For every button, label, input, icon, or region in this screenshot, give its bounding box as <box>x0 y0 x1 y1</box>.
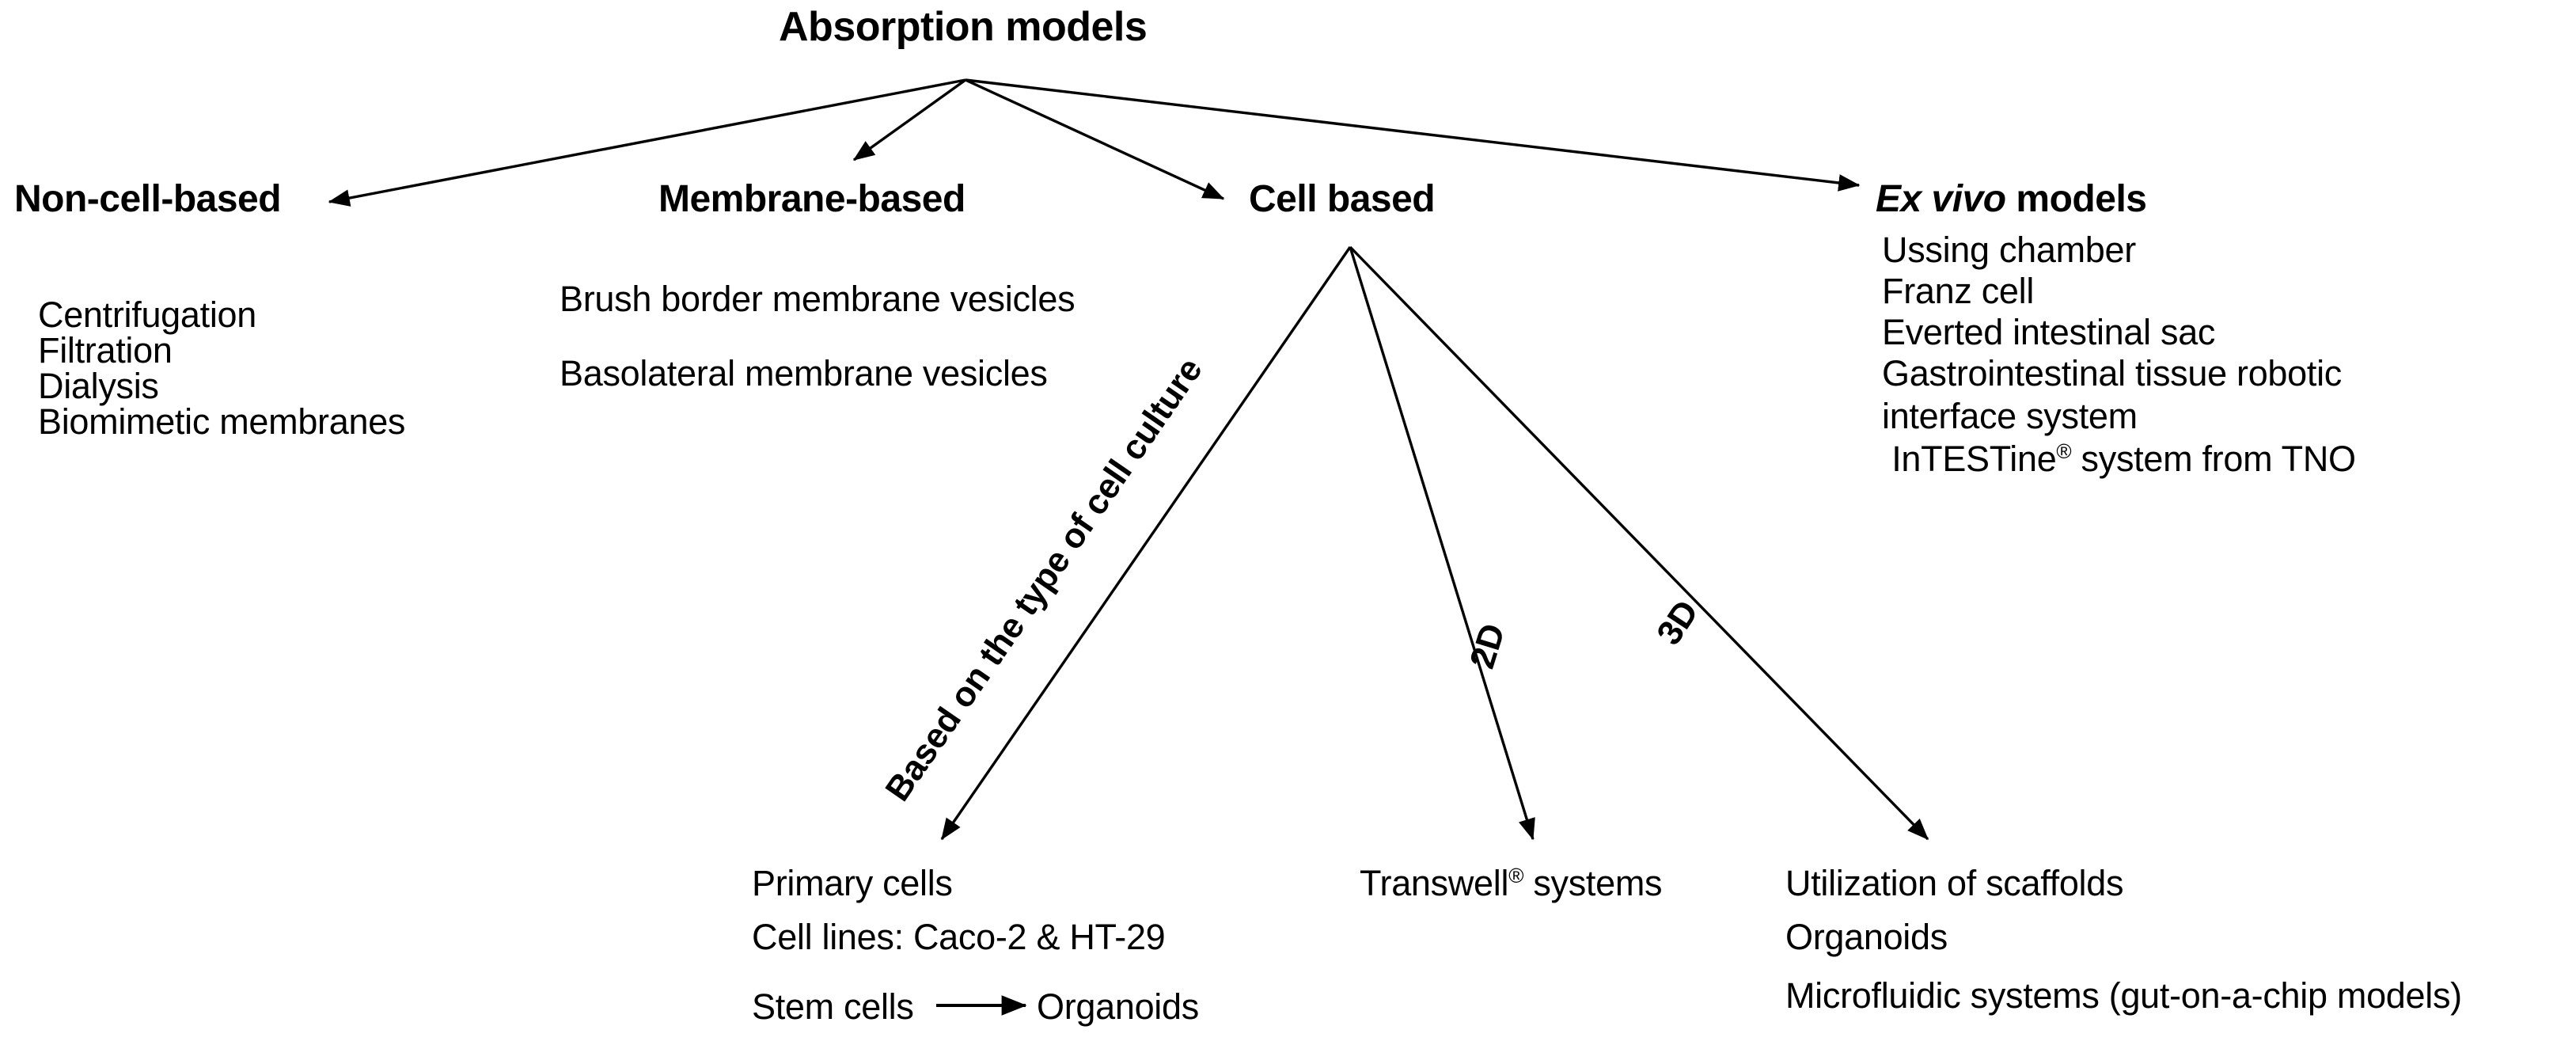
branch-heading-ex-vivo: Ex vivo models <box>1876 178 2147 220</box>
list-item: Franz cell <box>1882 271 2035 311</box>
transwell-label: Transwell <box>1360 863 1509 903</box>
edge-label-culture-type: Based on the type of cell culture <box>878 351 1210 808</box>
edge-label-2d: 2D <box>1463 619 1513 674</box>
edge-cell-based-to-culture-type <box>940 246 1352 841</box>
list-item: Gastrointestinal tissue robotic <box>1882 353 2342 393</box>
list-item: Dialysis <box>38 366 159 406</box>
edge-cell-based-to-2d <box>1349 246 1535 841</box>
intestine-label: InTESTine <box>1882 439 2057 479</box>
list-item: Centrifugation <box>38 294 256 335</box>
list-item: Microfluidic systems (gut-on-a-chip mode… <box>1785 975 2462 1016</box>
list-item-organoids: Organoids <box>1037 986 1199 1027</box>
list-item: Organoids <box>1785 917 1948 957</box>
branch-heading-membrane-based: Membrane-based <box>658 178 966 220</box>
list-item: Transwell® systems <box>1360 863 1663 904</box>
transwell-suffix: systems <box>1523 863 1663 903</box>
edge-root-to-cell-based <box>965 78 1225 200</box>
branch-heading-non-cell-based: Non-cell-based <box>14 178 282 220</box>
edge-cell-based-to-3d <box>1349 245 1929 841</box>
branch-heading-cell-based: Cell based <box>1249 178 1436 220</box>
list-item: Brush border membrane vesicles <box>560 279 1076 319</box>
list-item: Biomimetic membranes <box>38 401 406 442</box>
list-item-stem-cells: Stem cells <box>752 986 914 1027</box>
list-item: interface system <box>1882 396 2138 436</box>
page-title: Absorption models <box>779 4 1148 50</box>
list-item: Basolateral membrane vesicles <box>560 353 1048 393</box>
ex-vivo-italic-text: Ex vivo <box>1876 178 2006 220</box>
list-item: Primary cells <box>752 863 953 903</box>
edge-label-3d: 3D <box>1649 593 1706 652</box>
edge-root-to-membrane-based <box>852 78 966 162</box>
list-item: Utilization of scaffolds <box>1785 863 2124 903</box>
registered-trademark-icon: ® <box>1508 864 1524 887</box>
registered-trademark-icon: ® <box>2056 439 2072 463</box>
edge-root-to-ex-vivo <box>965 78 1861 192</box>
list-item: Cell lines: Caco-2 & HT-29 <box>752 917 1166 957</box>
list-item: InTESTine® system from TNO <box>1882 439 2356 480</box>
list-item: Everted intestinal sac <box>1882 312 2216 352</box>
ex-vivo-models-text: models <box>2005 178 2147 220</box>
list-item: Ussing chamber <box>1882 230 2136 270</box>
list-item: Filtration <box>38 330 173 370</box>
intestine-suffix: system from TNO <box>2071 439 2357 479</box>
